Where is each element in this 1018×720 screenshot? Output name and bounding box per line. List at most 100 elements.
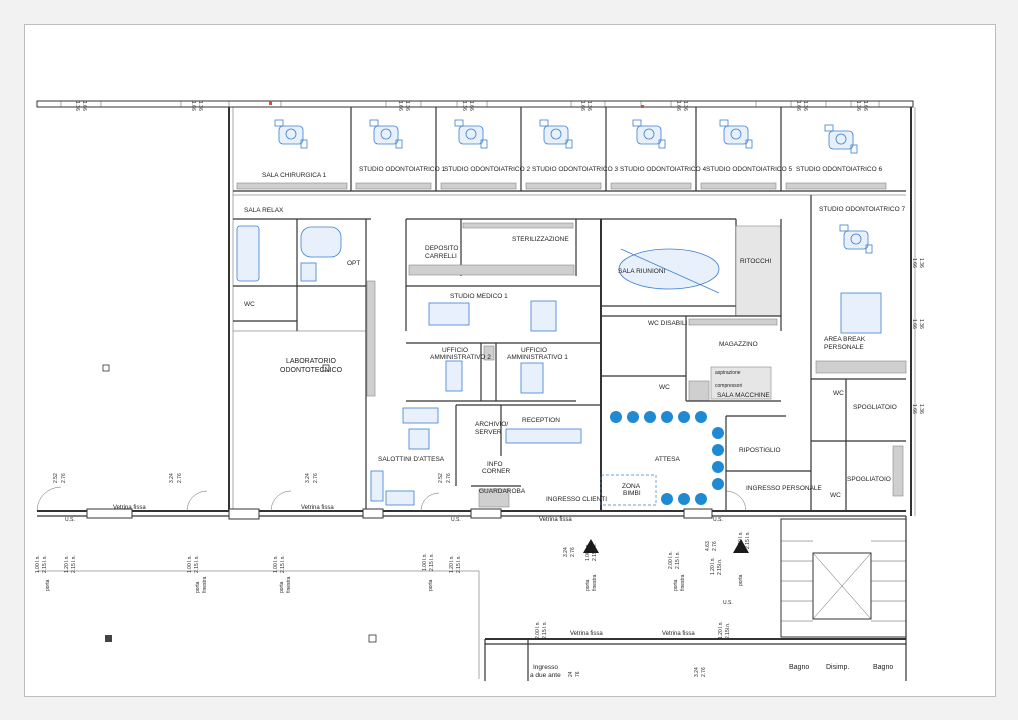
room-label: DEPOSITO: [425, 245, 458, 252]
room-label: WC: [659, 384, 670, 391]
dim-label: 2.15 l.n.: [194, 555, 200, 573]
dim-label: 2.15 l.n.: [675, 551, 681, 569]
room-labels: SALA RELAX OPT WC DEPOSITO CARRELLI STER…: [244, 207, 897, 679]
dim-label: 1.66: [675, 101, 681, 111]
room-label: SALA CHIRURGICA 1: [262, 172, 327, 179]
room-label: AREA BREAK: [824, 336, 866, 343]
room-label: STUDIO ODONTOIATRICO 7: [819, 206, 905, 213]
dim-label: finestra: [202, 576, 208, 593]
room-label: SALA RELAX: [244, 207, 284, 214]
dim-label: 1.00 l.n.: [585, 543, 591, 561]
dim-label: porta: [585, 579, 591, 591]
floor-plan: 1.36 1.66 1.66 1.36 1.66 1.36 1.36 1.66 …: [35, 100, 924, 681]
vetrina-label: Vetrina fissa: [539, 517, 572, 523]
room-label: Bagno: [789, 664, 809, 671]
dental-chair-icon: [369, 119, 403, 149]
dental-chair-icon: [632, 119, 666, 149]
dim-label: 1.36: [197, 101, 203, 111]
south-dimensions: 2.52 2.76 3.24 2.76 3.24 2.76 2.52 2.76 …: [35, 473, 751, 677]
room-label: RIPOSTIGLIO: [739, 447, 781, 454]
dim-label: 2.76: [177, 473, 183, 483]
room-label: SALA MACCHINE: [717, 392, 770, 399]
room-label: SALA RIUNIONI: [618, 268, 666, 275]
dim-label: 1.00 l.n.: [422, 553, 428, 571]
dim-label: porta: [45, 579, 51, 591]
room-label: RITOCCHI: [740, 258, 771, 265]
dim-label: finestra: [680, 574, 686, 591]
dim-label: 1.36: [461, 101, 467, 111]
dim-label: 1.66: [911, 404, 917, 414]
dim-label: 3.24: [305, 473, 311, 483]
dim-label: finestra: [592, 574, 598, 591]
room-label: UFFICIO: [442, 347, 468, 354]
room-label: INGRESSO CLIENTI: [546, 496, 607, 503]
room-label: STUDIO ODONTOIATRICO 4: [620, 166, 706, 173]
dental-chair-icon: [839, 224, 873, 254]
room-label: STUDIO ODONTOIATRICO 2: [444, 166, 530, 173]
dim-label: 2.15l.n.: [725, 623, 731, 639]
dim-label: 1.36: [586, 101, 592, 111]
room-label: STUDIO MEDICO 1: [450, 293, 508, 300]
room-label: STUDIO ODONTOIATRICO 5: [706, 166, 792, 173]
dim-label: 1.66: [190, 101, 196, 111]
dim-label: 1.20 l.n.: [449, 555, 455, 573]
room-label: LABORATORIO: [286, 358, 336, 365]
dim-label: 2.15 l.n.: [280, 555, 286, 573]
room-label: Ingresso: [533, 664, 558, 671]
room-label: STUDIO ODONTOIATRICO 6: [796, 166, 882, 173]
room-label: UFFICIO: [521, 347, 547, 354]
vetrina-label: Vetrina fissa: [113, 505, 146, 511]
dim-label: 1.36: [918, 404, 924, 414]
room-label: SPOGLIATOIO: [847, 476, 891, 483]
room-label: INGRESSO PERSONALE: [746, 485, 823, 492]
dim-label: porta: [279, 581, 285, 593]
us-label: U.S.: [451, 517, 461, 523]
dim-label: 1.00 l.n.: [187, 555, 193, 573]
dim-label: 1.66: [81, 101, 87, 111]
dim-label: 1.66: [579, 101, 585, 111]
waiting-seat-icons: [600, 411, 724, 506]
dim-label: 1.00 l.n.: [738, 531, 744, 549]
dim-label: 2.76: [701, 667, 707, 677]
dim-label: 1.66: [468, 101, 474, 111]
dim-label: 1.66: [862, 101, 868, 111]
dim-label: porta: [738, 574, 744, 586]
room-label: CARRELLI: [425, 253, 457, 260]
room-label: STUDIO ODONTOIATRICO 3: [532, 166, 618, 173]
dental-chair-icon: [719, 119, 753, 149]
dim-label: porta: [195, 581, 201, 593]
vetrina-label: Vetrina fissa: [570, 631, 603, 637]
dim-label: 1.36: [918, 319, 924, 329]
dim-label: finestra: [286, 576, 292, 593]
vetrina-label: Vetrina fissa: [301, 505, 334, 511]
dim-label: 1.20 l.n.: [64, 555, 70, 573]
dim-label: 2.15 l.n.: [71, 555, 77, 573]
room-label: SERVER: [475, 429, 502, 436]
dim-label: 1.36: [682, 101, 688, 111]
dim-label: 2.15 l.n.: [429, 553, 435, 571]
room-label: a due ante: [530, 672, 561, 679]
room-label: AMMINISTRATIVO 2: [430, 354, 491, 361]
us-label: U.S.: [65, 517, 75, 523]
dim-label: 1.66: [397, 101, 403, 111]
dental-chair-icon: [824, 124, 858, 154]
room-label: WC: [830, 492, 841, 499]
dim-label: 1.36: [74, 101, 80, 111]
room-label: aspirazione: [715, 370, 741, 376]
dim-label: 2.15 l.n.: [42, 555, 48, 573]
dental-chair-icon: [539, 119, 573, 149]
dim-label: 1.00 l.n.: [273, 555, 279, 573]
dim-label: 76: [575, 671, 581, 677]
dim-label: 2.76: [712, 541, 718, 551]
dim-label: 3.24: [694, 667, 700, 677]
room-label: ODONTOTECNICO: [280, 367, 343, 374]
studio-labels: SALA CHIRURGICA 1 STUDIO ODONTOIATRICO 1…: [262, 166, 905, 213]
dim-label: 2.52: [438, 473, 444, 483]
room-label: Bagno: [873, 664, 893, 671]
dim-label: 1.66: [795, 101, 801, 111]
dental-chair-icon: [454, 119, 488, 149]
interior-walls: [102, 195, 907, 511]
room-label: MAGAZZINO: [719, 341, 758, 348]
dim-label: 3.24: [169, 473, 175, 483]
dim-label: 1.36: [918, 258, 924, 268]
